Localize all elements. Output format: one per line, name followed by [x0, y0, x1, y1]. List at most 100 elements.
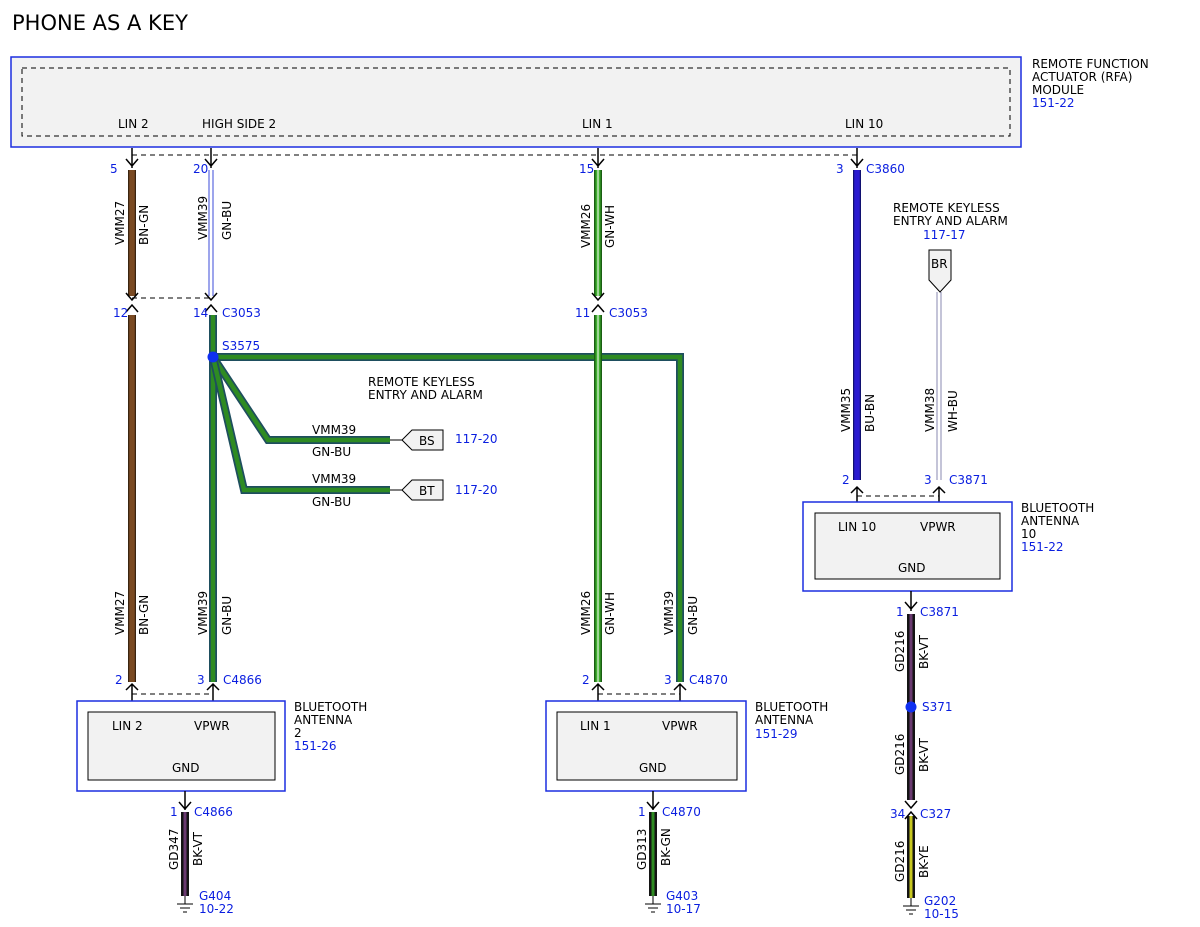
- c4870-terminals: [591, 682, 687, 701]
- rke-right-ref-link[interactable]: 117-17: [923, 228, 966, 242]
- bt2-pin-vpwr: VPWR: [194, 719, 230, 733]
- label-gnwh-top: GN-WH: [603, 205, 617, 248]
- bt10-pin-gnd: GND: [898, 561, 926, 575]
- rfa-pin-lin1: LIN 1: [582, 117, 613, 131]
- ground-g404-ref[interactable]: 10-22: [199, 902, 234, 916]
- label-gnwh-bot: GN-WH: [603, 592, 617, 635]
- bt1-pin-lin1: LIN 1: [580, 719, 611, 733]
- bt2-gnd-terminal: [178, 791, 192, 811]
- ground-g404-icon: [177, 896, 193, 913]
- bt2-pin-lin2: LIN 2: [112, 719, 143, 733]
- label-vmm27-bot: VMM27: [113, 591, 127, 635]
- bt1-gnd-terminal: [646, 791, 660, 811]
- bt1-name-line-2: ANTENNA: [755, 713, 814, 727]
- pin-2-c4866: 2: [115, 673, 123, 687]
- ground-g403-ref[interactable]: 10-17: [666, 902, 701, 916]
- label-gd216-b: GD216: [893, 734, 907, 775]
- pin-20: 20: [193, 162, 208, 176]
- rfa-terminals: [125, 148, 864, 168]
- diagram-title: PHONE AS A KEY: [12, 11, 188, 35]
- rfa-ref-link[interactable]: 151-22: [1032, 96, 1075, 110]
- bs-ref-link[interactable]: 117-20: [455, 432, 498, 446]
- bt10-gnd-terminal: [904, 591, 918, 611]
- bs-tag[interactable]: BS: [390, 429, 444, 451]
- pin-1-c4870: 1: [638, 805, 646, 819]
- bt2-name-line-3: 2: [294, 726, 302, 740]
- rfa-name-line-1: REMOTE FUNCTION: [1032, 57, 1149, 71]
- connector-c4870[interactable]: C4870: [689, 673, 728, 687]
- rfa-module[interactable]: LIN 2 HIGH SIDE 2 LIN 1 LIN 10: [10, 56, 1022, 148]
- wire-layer: [128, 170, 942, 898]
- label-vmm39-right: VMM39: [662, 591, 676, 635]
- wire-labels: VMM27 BN-GN VMM39 GN-BU VMM26 GN-WH VMM3…: [113, 196, 960, 882]
- rfa-name-line-3: MODULE: [1032, 83, 1084, 97]
- ground-g202-ref[interactable]: 10-15: [924, 907, 959, 921]
- pin-2-c3871: 2: [842, 473, 850, 487]
- label-bkgn: BK-GN: [659, 828, 673, 866]
- bt10-ref-link[interactable]: 151-22: [1021, 540, 1064, 554]
- pin-2-c4870: 2: [582, 673, 590, 687]
- pin-3-c4866: 3: [197, 673, 205, 687]
- bluetooth-antenna-1-module[interactable]: LIN 1 VPWR GND: [545, 700, 747, 792]
- bt1-name-line-1: BLUETOOTH: [755, 700, 828, 714]
- splice-s371[interactable]: [905, 701, 917, 713]
- connector-c4866[interactable]: C4866: [223, 673, 262, 687]
- label-vmm39-bot: VMM39: [196, 591, 210, 635]
- bt1-pin-vpwr: VPWR: [662, 719, 698, 733]
- label-vmm39-bs: VMM39: [312, 423, 356, 437]
- label-gnbu-bt: GN-BU: [312, 495, 351, 509]
- c327-terminal: [904, 800, 918, 820]
- label-whbu: WH-BU: [946, 390, 960, 432]
- wire-vmm39-bt: [210, 356, 390, 493]
- bluetooth-antenna-10-module[interactable]: LIN 10 VPWR GND: [802, 501, 1013, 592]
- bt-ref-link[interactable]: 117-20: [455, 483, 498, 497]
- pin-1-c3871: 1: [896, 605, 904, 619]
- ground-g404-name[interactable]: G404: [199, 889, 231, 903]
- label-gnbu-top: GN-BU: [220, 201, 234, 240]
- rfa-pin-lin10: LIN 10: [845, 117, 883, 131]
- connector-c3053-b[interactable]: C3053: [609, 306, 648, 320]
- connector-c4870-gnd[interactable]: C4870: [662, 805, 701, 819]
- bt1-ref-link[interactable]: 151-29: [755, 727, 798, 741]
- bt10-name-line-2: ANTENNA: [1021, 514, 1080, 528]
- bt2-name-line-2: ANTENNA: [294, 713, 353, 727]
- label-gd313: GD313: [635, 829, 649, 870]
- ground-g202-name[interactable]: G202: [924, 894, 956, 908]
- ground-g403-name[interactable]: G403: [666, 889, 698, 903]
- br-tag[interactable]: BR: [928, 249, 952, 293]
- pin-14: 14: [193, 306, 208, 320]
- connector-c327[interactable]: C327: [920, 807, 951, 821]
- bt-tag[interactable]: BT: [390, 479, 444, 501]
- label-gd216-a: GD216: [893, 631, 907, 672]
- label-bubn: BU-BN: [863, 394, 877, 432]
- splice-s3575-label[interactable]: S3575: [222, 339, 260, 353]
- bt2-ref-link[interactable]: 151-26: [294, 739, 337, 753]
- connector-c4866-gnd[interactable]: C4866: [194, 805, 233, 819]
- splice-s3575[interactable]: [207, 351, 219, 363]
- connector-c3871[interactable]: C3871: [949, 473, 988, 487]
- label-bngn-bot: BN-GN: [137, 595, 151, 635]
- bluetooth-antenna-2-module[interactable]: LIN 2 VPWR GND: [76, 700, 286, 792]
- bt10-name-line-3: 10: [1021, 527, 1036, 541]
- pin-12: 12: [113, 306, 128, 320]
- label-vmm27-top: VMM27: [113, 201, 127, 245]
- connector-c3860[interactable]: C3860: [866, 162, 905, 176]
- label-gd347: GD347: [167, 829, 181, 870]
- label-vmm39-bt: VMM39: [312, 472, 356, 486]
- bt10-pin-vpwr: VPWR: [920, 520, 956, 534]
- rke-mid-line-2: ENTRY AND ALARM: [368, 388, 483, 402]
- pin-3-c3871: 3: [924, 473, 932, 487]
- c3053-terminals: [125, 292, 605, 313]
- label-gnbu-bs: GN-BU: [312, 445, 351, 459]
- rfa-name-line-2: ACTUATOR (RFA): [1032, 70, 1132, 84]
- splice-s371-label[interactable]: S371: [922, 700, 953, 714]
- label-bkye: BK-YE: [917, 845, 931, 878]
- c3871-terminals: [850, 485, 946, 502]
- wire-vmm39-bs: [211, 355, 390, 443]
- br-tag-label: BR: [931, 257, 948, 271]
- bt1-pin-gnd: GND: [639, 761, 667, 775]
- connector-c3053[interactable]: C3053: [222, 306, 261, 320]
- label-bkvt-b: BK-VT: [917, 737, 931, 772]
- connector-c3871-gnd[interactable]: C3871: [920, 605, 959, 619]
- ground-g403-icon: [645, 896, 661, 913]
